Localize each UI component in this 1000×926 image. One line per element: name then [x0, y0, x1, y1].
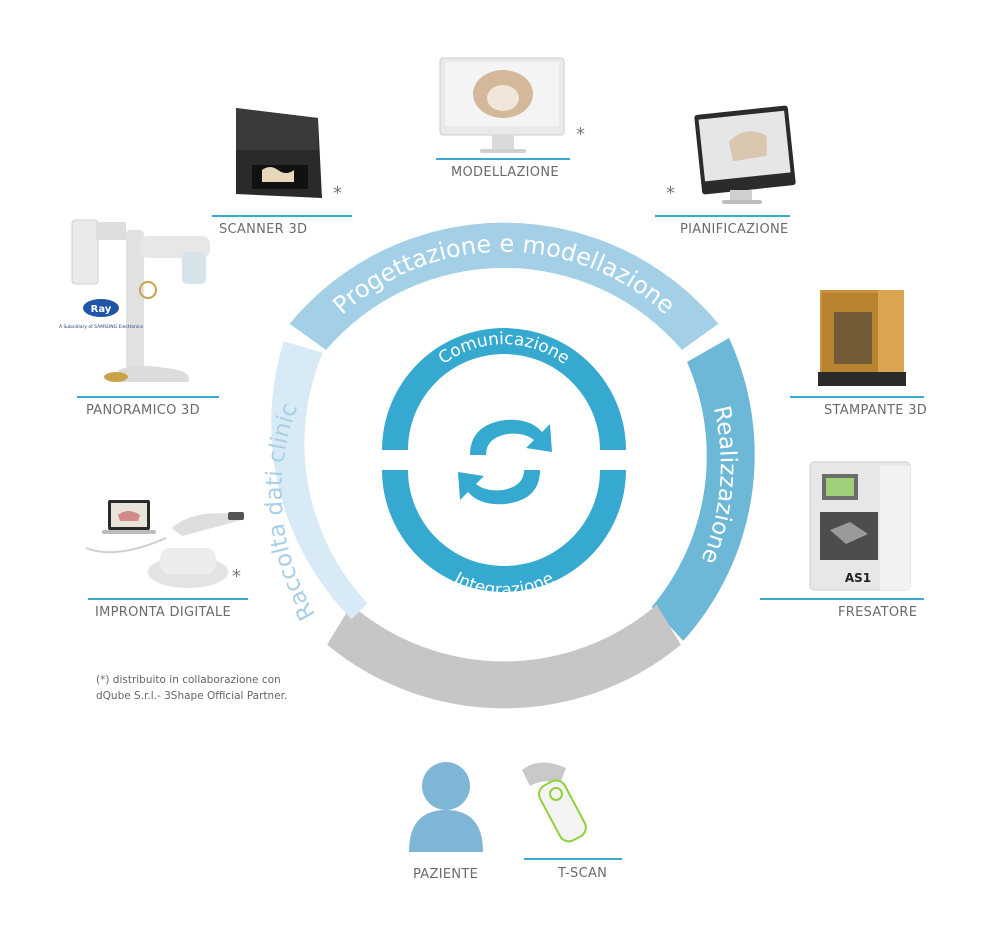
panoramic-xray-icon: Ray A Subsidiary of SAMSUNG Electronics	[59, 220, 210, 382]
monitor-pianificazione-icon	[694, 105, 796, 204]
asterisk-scanner: *	[333, 183, 342, 204]
tscan-underline	[524, 858, 622, 860]
asterisk-pianificazione: *	[666, 183, 675, 204]
as1-logo: AS1	[845, 571, 871, 585]
sync-arrows-icon	[458, 420, 552, 505]
impronta-underline	[88, 598, 248, 600]
label-pianificazione: PIANIFICAZIONE	[680, 222, 789, 237]
panoramico-underline	[77, 396, 219, 398]
center-ring-bottom	[382, 470, 626, 592]
ring-label-raccolta: Raccolta dati clinici	[0, 0, 321, 625]
asterisk-modellazione: *	[576, 124, 585, 145]
ray-logo-text: Ray	[91, 304, 112, 315]
scanner-3d-icon	[236, 108, 322, 198]
label-modellazione: MODELLAZIONE	[451, 165, 559, 180]
label-stampante: STAMPANTE 3D	[824, 403, 927, 418]
label-impronta: IMPRONTA DIGITALE	[95, 605, 231, 620]
label-paziente: PAZIENTE	[413, 867, 478, 882]
label-panoramico: PANORAMICO 3D	[86, 403, 200, 418]
label-scanner: SCANNER 3D	[219, 222, 307, 237]
printer-3d-icon	[818, 290, 906, 386]
milling-machine-icon: AS1	[810, 462, 910, 590]
footnote-line-2: dQube S.r.l.- 3Shape Official Partner.	[96, 688, 287, 704]
ring-label-analisi: Analisi digitale occlusale	[367, 701, 640, 765]
t-scan-device-icon	[522, 762, 589, 844]
label-fresatore: FRESATORE	[838, 605, 917, 620]
footnote: (*) distribuito in collaborazione con dQ…	[96, 672, 287, 704]
ring-segment-realizzazione	[652, 338, 755, 641]
intraoral-scanner-icon	[86, 500, 244, 588]
ring-segment-analisi	[327, 605, 681, 709]
label-tscan: T-SCAN	[558, 866, 607, 881]
fresatore-underline	[760, 598, 924, 600]
asterisk-impronta: *	[232, 566, 241, 587]
footnote-line-1: (*) distribuito in collaborazione con	[96, 672, 287, 688]
scanner-underline	[212, 215, 352, 217]
person-icon	[409, 762, 483, 852]
monitor-modellazione-icon	[440, 58, 564, 153]
pianificazione-underline	[655, 215, 790, 217]
ring-label-progettazione: Progettazione e modellazione	[328, 230, 681, 320]
modellazione-underline	[436, 158, 570, 160]
stampante-underline	[790, 396, 924, 398]
ray-logo-sub: A Subsidiary of SAMSUNG Electronics	[59, 324, 144, 330]
